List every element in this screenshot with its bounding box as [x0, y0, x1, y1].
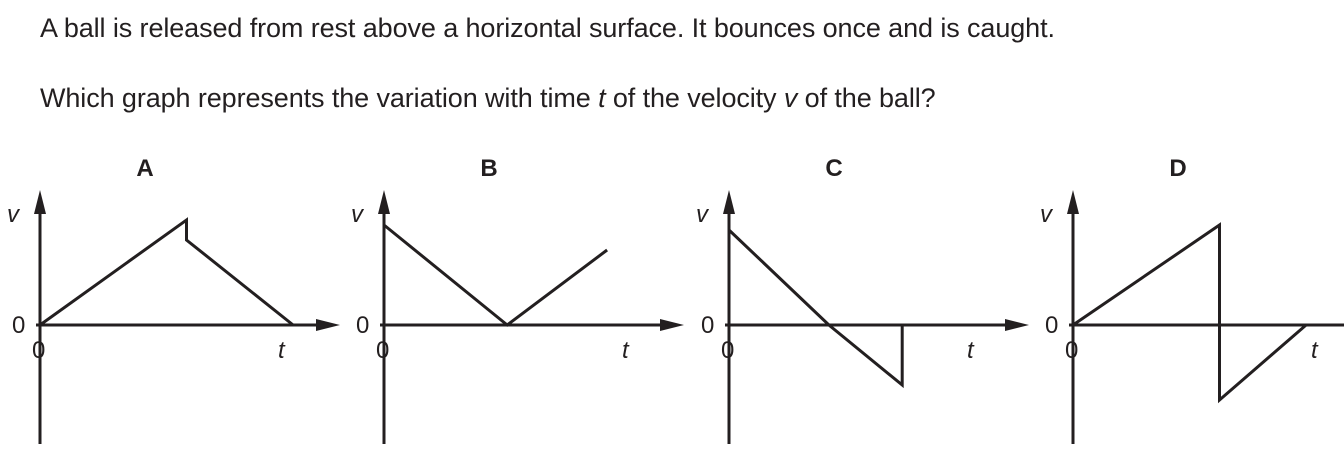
question-text-middle: of the velocity [605, 83, 784, 113]
v-axis-arrow [723, 190, 735, 214]
graph-option-a: Av t 00 [7, 155, 340, 444]
option-label: C [825, 155, 842, 182]
origin-t-label: 0 [376, 337, 389, 364]
velocity-trace [727, 228, 904, 389]
origin-v-label: 0 [1045, 312, 1058, 339]
question-line-2: Which graph represents the variation wit… [40, 82, 936, 114]
t-axis-label: t [1311, 337, 1319, 364]
t-axis-label: t [967, 337, 975, 364]
origin-t-label: 0 [32, 337, 45, 364]
t-axis-arrow [1005, 319, 1029, 331]
t-axis-label: t [622, 337, 630, 364]
graph-option-b: Bv t 00 [351, 155, 684, 444]
question-line-1: A ball is released from rest above a hor… [40, 12, 1055, 44]
origin-v-label: 0 [356, 312, 369, 339]
graph-option-c: Cv t 00 [696, 155, 1029, 444]
time-symbol: t [598, 83, 606, 113]
v-axis-arrow [378, 190, 390, 214]
origin-t-label: 0 [1065, 337, 1078, 364]
option-label: A [136, 155, 153, 182]
v-axis-arrow [34, 190, 46, 214]
velocity-trace [39, 217, 295, 327]
t-axis-label: t [278, 337, 286, 364]
velocity-symbol: v [783, 83, 798, 113]
origin-t-label: 0 [721, 337, 734, 364]
question-text-end: of the ball? [797, 83, 936, 113]
origin-v-label: 0 [12, 312, 25, 339]
v-axis-arrow [1067, 190, 1079, 214]
origin-v-label: 0 [701, 312, 714, 339]
v-axis-label: v [696, 201, 710, 228]
question-text-start: Which graph represents the variation wit… [40, 83, 599, 113]
velocity-trace [1072, 222, 1308, 404]
graph-option-d: Dv t 00 [1040, 155, 1344, 444]
velocity-trace [383, 223, 609, 327]
question-statement: A ball is released from rest above a hor… [40, 13, 1055, 43]
t-axis-arrow [660, 319, 684, 331]
t-axis-arrow [316, 319, 340, 331]
option-label: B [480, 155, 497, 182]
v-axis-label: v [351, 201, 365, 228]
option-label: D [1169, 155, 1186, 182]
v-axis-label: v [7, 201, 21, 228]
v-axis-label: v [1040, 201, 1054, 228]
